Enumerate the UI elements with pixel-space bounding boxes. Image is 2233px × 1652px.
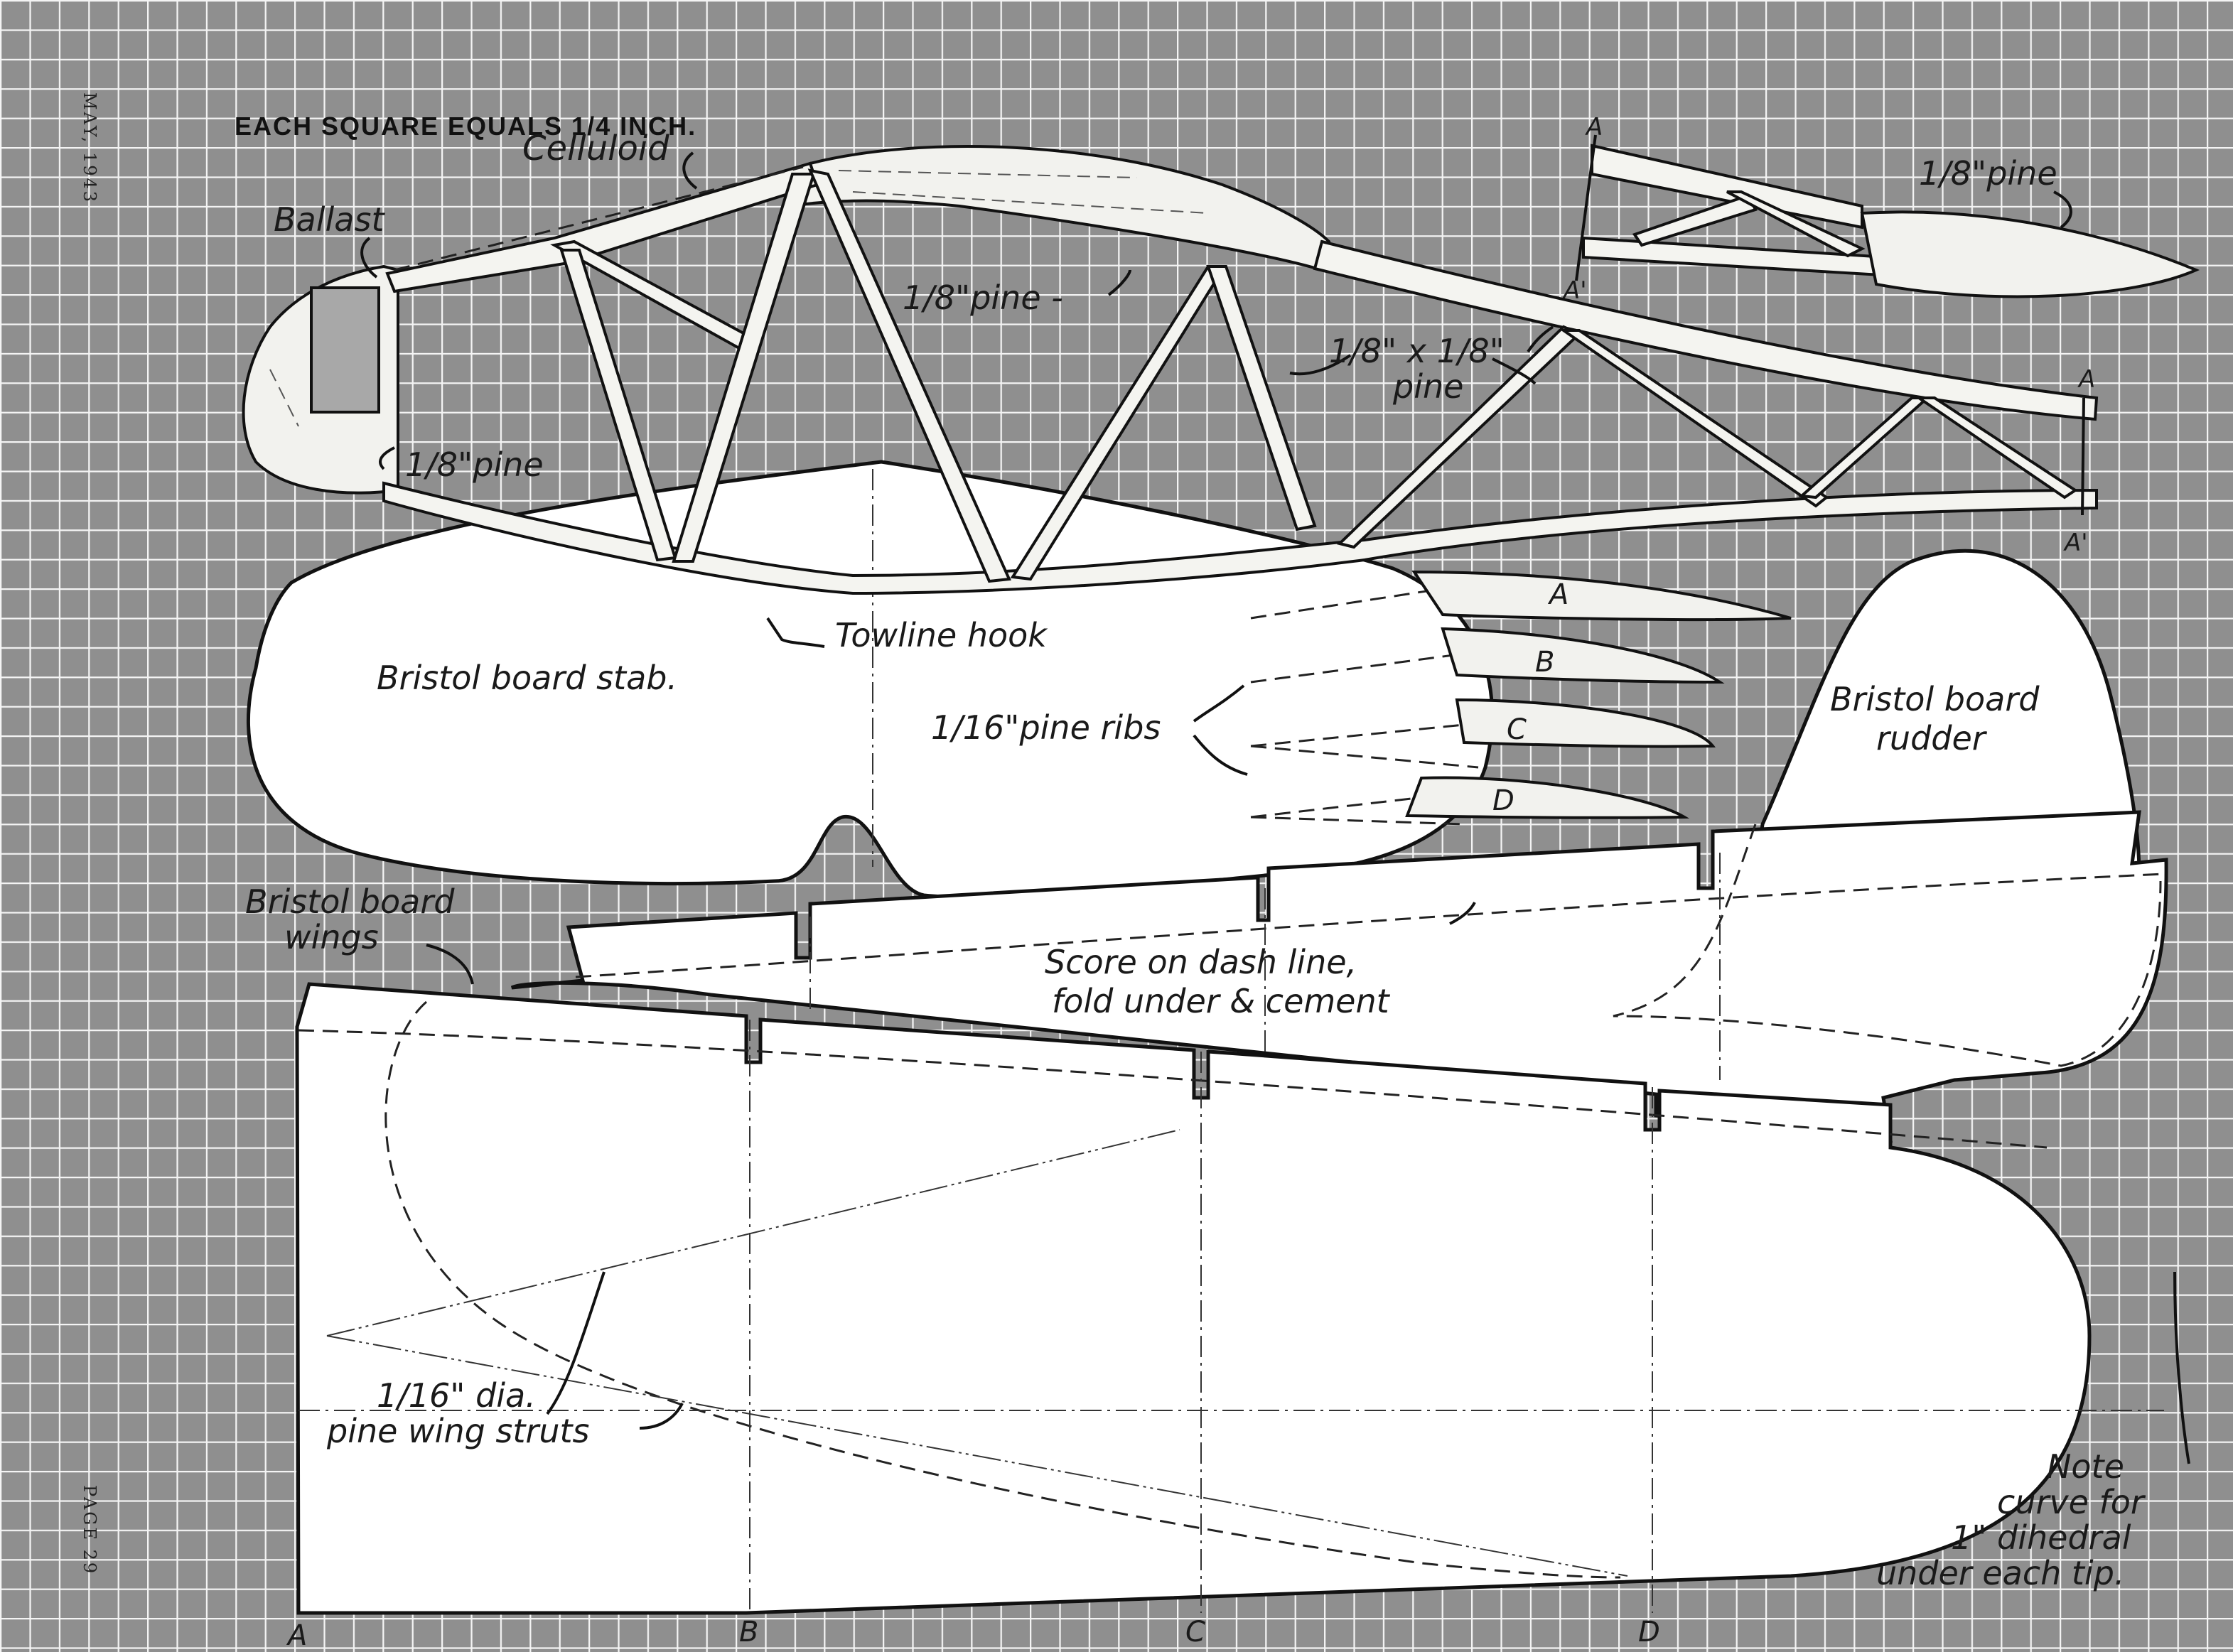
section-a-prime-label: A' (2063, 529, 2088, 557)
longeron-size-label: 1/8" x 1/8" (1329, 332, 1505, 370)
section-a-label: A (2077, 365, 2095, 394)
rib-d-label: D (1492, 784, 1514, 817)
longeron-pine-label: pine (1392, 367, 1463, 406)
rudder-label-line2: rudder (1876, 719, 1988, 757)
wood-grain (269, 170, 1209, 427)
strut-label-line2: pine wing struts (326, 1412, 590, 1450)
leader-arrows (360, 151, 2190, 1464)
score-label-line1: Score on dash line, (1045, 943, 1357, 981)
dihedral-note-line1: Note (2047, 1447, 2124, 1486)
lower-longeron (382, 481, 2098, 595)
dihedral-note-line3: 1" dihedral (1951, 1518, 2131, 1557)
wings-label-line1: Bristol board (245, 882, 455, 921)
rudder (1753, 549, 2141, 883)
dihedral-note-line2: curve for (1997, 1483, 2146, 1521)
fuselage (242, 145, 2099, 595)
boom-pine-label: 1/8"pine (1919, 154, 2057, 193)
strut-label-line1: 1/16" dia. (377, 1376, 536, 1415)
tail-boom-detail (1575, 134, 2200, 298)
rib-c-label: C (1507, 713, 1527, 746)
wings (295, 810, 2168, 1615)
wing-station-b: B (739, 1616, 758, 1648)
wing-station-a: A (286, 1619, 307, 1652)
rudder-label-line1: Bristol board (1830, 680, 2040, 718)
stab-label: Bristol board stab. (377, 659, 677, 697)
celluloid-label: Celluloid (522, 129, 669, 168)
score-label-line2: fold under & cement (1052, 982, 1391, 1020)
ballast-label: Ballast (274, 200, 385, 239)
boom-section-a-label: A (1585, 113, 1603, 141)
upper-wing (510, 810, 2168, 1143)
celluloid-line (394, 166, 804, 271)
towline-hook-label: Towline hook (835, 616, 1048, 654)
fuselage-truss (550, 168, 2085, 583)
page-number: PAGE 29 (80, 1485, 99, 1575)
rib-b-label: B (1535, 646, 1554, 679)
scale-note: EACH SQUARE EQUALS 1/4 INCH. (235, 112, 696, 141)
ballast-block (310, 286, 380, 414)
wing-station-d: D (1638, 1616, 1660, 1648)
lower-wing (295, 982, 2092, 1615)
dihedral-note-line4: under each tip. (1876, 1554, 2125, 1592)
wing-station-c: C (1185, 1616, 1205, 1648)
top-pine-label: 1/8"pine - (903, 279, 1063, 317)
issue-date: MAY, 1943 (80, 92, 99, 204)
nose-pine-label: 1/8"pine (405, 446, 544, 484)
stab-ribs-label: 1/16"pine ribs (931, 708, 1161, 747)
rib-profiles (1405, 570, 1792, 819)
wings-label-line2: wings (284, 918, 379, 956)
boom-section-a-prime-label: A' (1562, 276, 1587, 305)
stab-rib-lines (1250, 588, 1479, 826)
rib-a-label: A (1547, 578, 1569, 611)
